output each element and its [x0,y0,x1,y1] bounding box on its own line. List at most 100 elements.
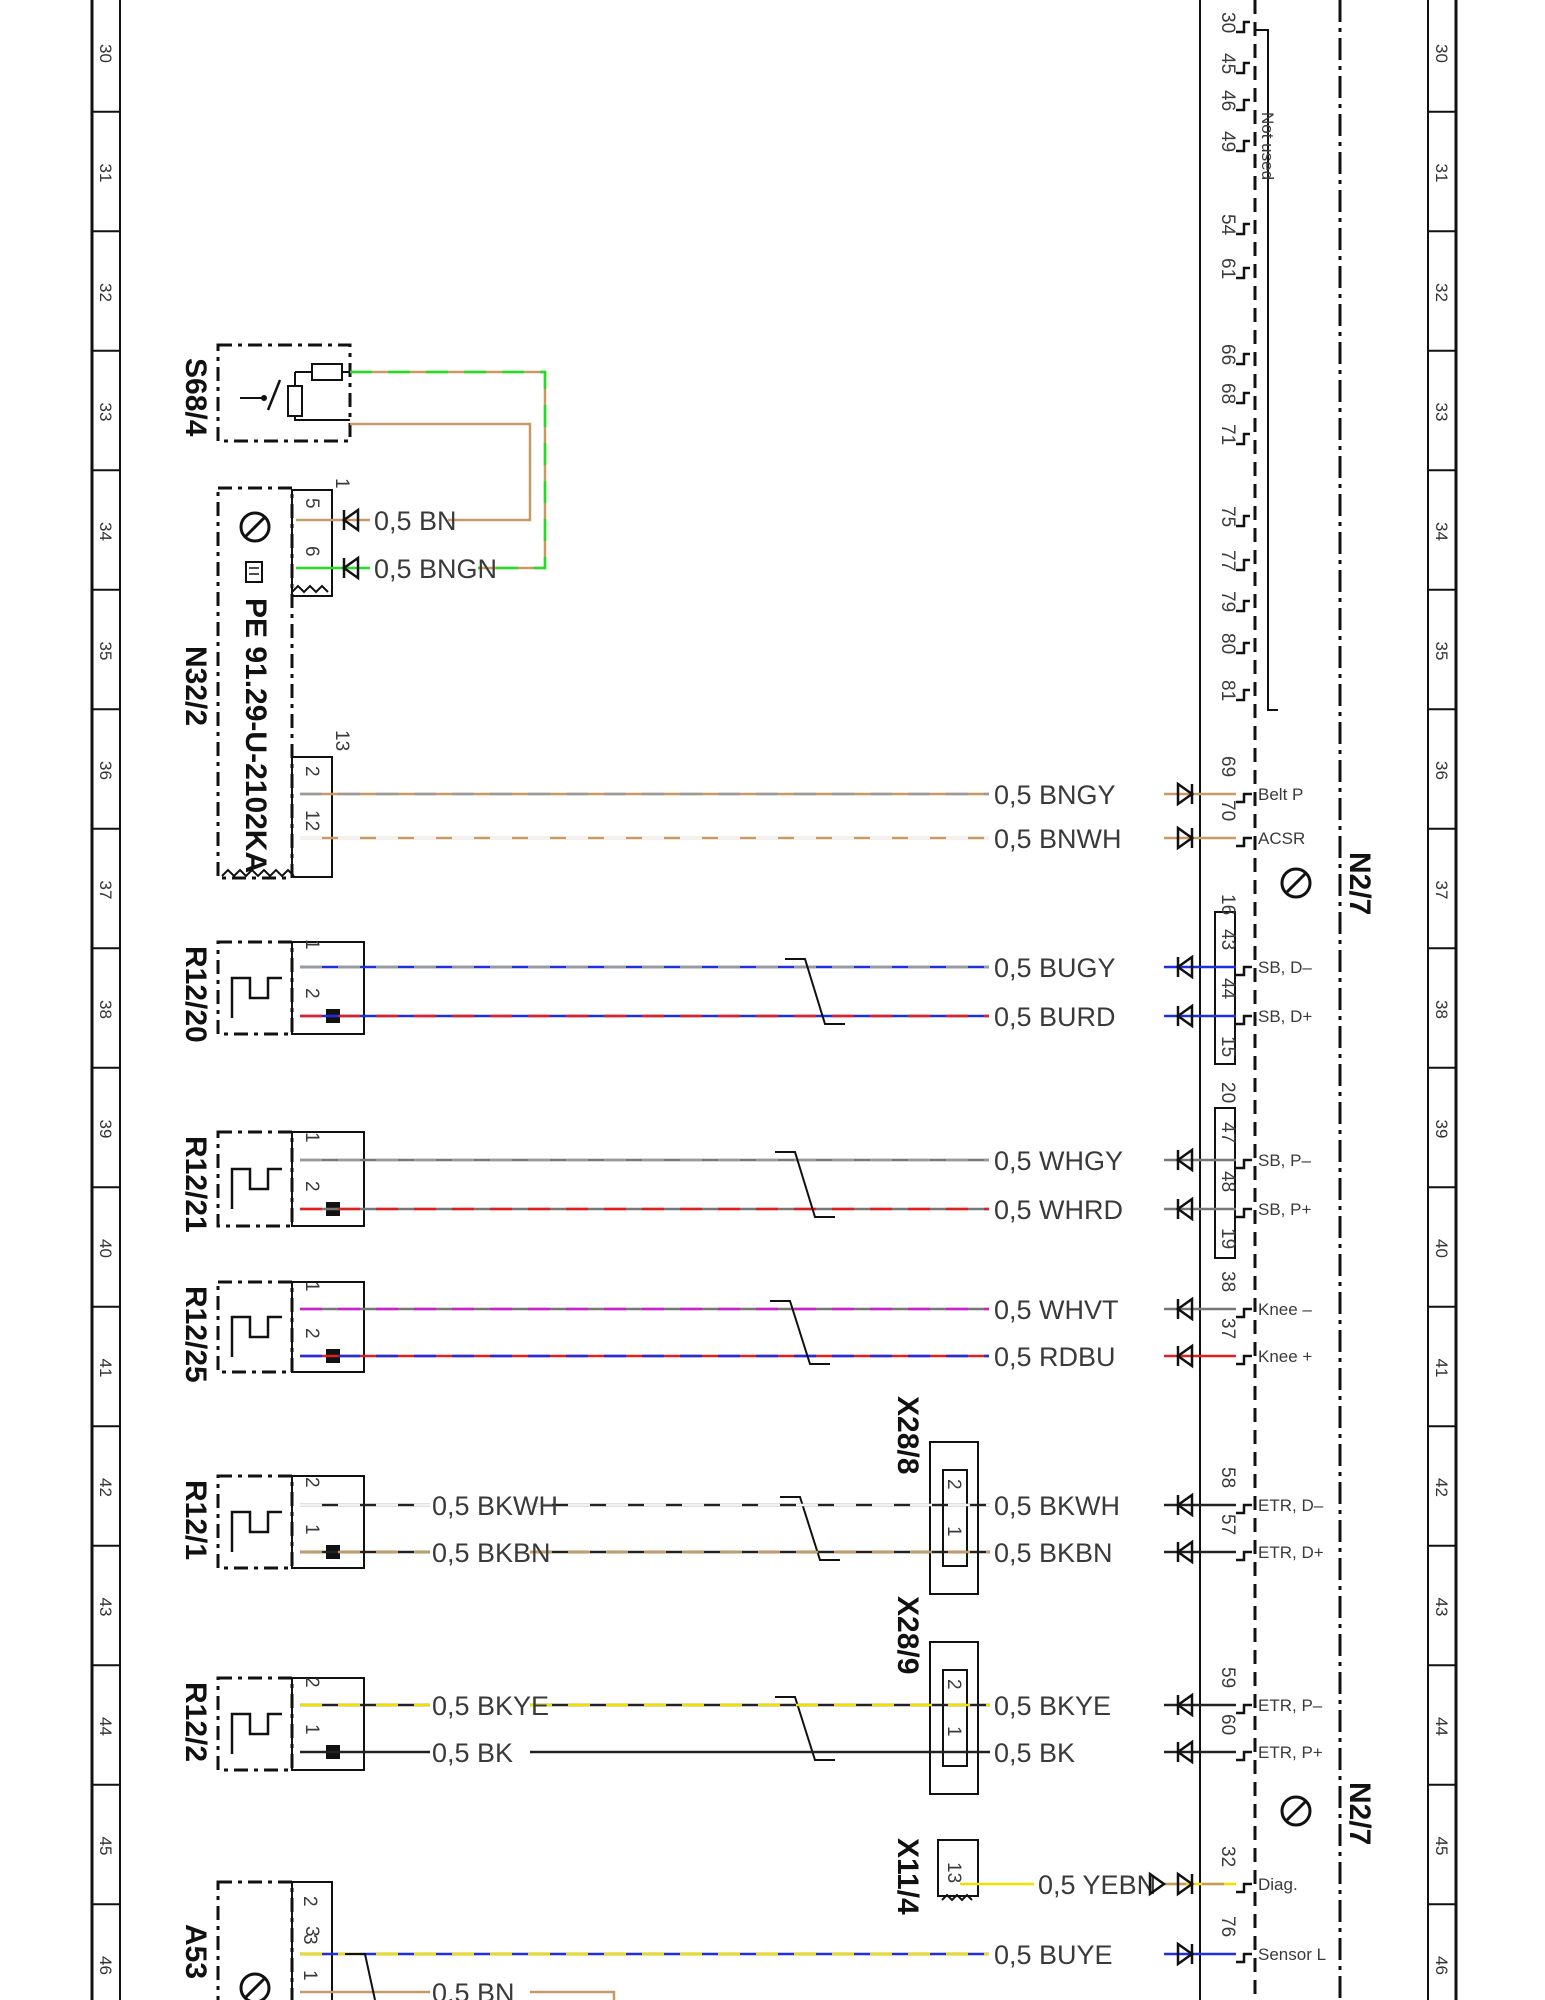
not-used-pin-71: 71 [1217,424,1238,445]
ruler-right-row-39: 39 [1432,1120,1451,1139]
n2-7-signal-w_kneem: Knee – [1258,1300,1312,1319]
x-pin-w_etrdp: 1 [943,1526,964,1537]
pin-15: 15 [1217,1036,1238,1057]
ruler-left-row-46: 46 [96,1956,115,1975]
not-used-label: Not used [1258,112,1277,180]
x-pin-w_etrpp: 1 [943,1726,964,1737]
x11-4-pin-13: 13 [943,1862,964,1883]
not-used-pin-30: 30 [1217,12,1238,33]
r12-2-resistor: R12/2 [179,1676,365,1772]
ruler-right-row-46: 46 [1432,1956,1451,1975]
n2-7-pin-57: 57 [1217,1514,1238,1535]
a53-pin-1: 1 [299,1970,320,1981]
n32-2-connector-13-label: 13 [331,730,352,751]
wire-label-w_kneem: 0,5 WHVT [994,1295,1119,1325]
wire-left-label-w_etrdm: 0,5 BKWH [432,1491,558,1521]
n2-7-signal-w_sbpm: SB, P– [1258,1151,1311,1170]
ruler-right-row-38: 38 [1432,1000,1451,1019]
n2-7-label-bottom: N2/7 [1343,1782,1376,1845]
wire-label-w_etrdm: 0,5 BKWH [994,1491,1120,1521]
r12-25-label: R12/25 [179,1286,212,1383]
a53-pin-2: 2 [299,1896,320,1907]
n32-2-pin-5: 5 [301,498,322,509]
left-pin-w_kneep: 2 [301,1328,322,1339]
wire-label-w_sbpp: 0,5 WHRD [994,1195,1123,1225]
not-used-pin-77: 77 [1217,550,1238,571]
r12-20-resistor: R12/20 [179,940,365,1043]
n2-7-pin-59: 59 [1217,1667,1238,1688]
ruler-right-row-35: 35 [1432,642,1451,661]
n2-7-pin-48: 48 [1217,1171,1238,1192]
left-pin-w_etrpp: 1 [301,1724,322,1735]
n32-2-part-number: PE 91.29-U-2102KA [239,598,272,873]
n2-7-pin-58: 58 [1217,1467,1238,1488]
ruler-right-row-30: 30 [1432,44,1451,63]
ruler-left-row-31: 31 [96,164,115,183]
left-pin-w_etrpm: 2 [301,1677,322,1688]
n2-7-pin-47: 47 [1217,1122,1238,1143]
wire-label-w_a53_bn: 0,5 BN [432,1978,515,2000]
n2-7-signal-w_etrdp: ETR, D+ [1258,1543,1324,1562]
r12-21-resistor: R12/21 [179,1130,365,1233]
pin-19: 19 [1217,1228,1238,1249]
ruler-left-row-38: 38 [96,1000,115,1019]
wire-label-w_sensorl: 0,5 BUYE [994,1940,1113,1970]
ruler-left-row-30: 30 [96,44,115,63]
a53-label: A53 [179,1924,212,1979]
not-used-pin-75: 75 [1217,506,1238,527]
n2-7-signal-w_sbdm: SB, D– [1258,958,1312,977]
wire-label-w_s68_bngn: 0,5 BNGN [374,554,497,584]
wire-left-label-w_etrpp: 0,5 BK [432,1738,513,1768]
n32-2-connector-1-label: 1 [331,478,352,489]
not-used-pin-61: 61 [1217,258,1238,279]
x28-9-label: X28/9 [891,1596,924,1674]
pin-group-bracket [1214,911,1236,1065]
ruler-right-row-37: 37 [1432,881,1451,900]
n2-7-signal-w_sbpp: SB, P+ [1258,1200,1311,1219]
wire-label-w_diag: 0,5 YEBN [1038,1870,1156,1900]
pin-20: 20 [1217,1082,1238,1103]
n2-7-pin-44: 44 [1217,978,1238,1000]
wire-label-w_sbpm: 0,5 WHGY [994,1146,1123,1176]
x11-4-label: X11/4 [891,1838,924,1915]
not-used-pin-68: 68 [1217,383,1238,404]
x-pin-w_etrpm: 2 [943,1679,964,1690]
n2-7-signal-w_beltp: Belt P [1258,785,1303,804]
r12-21-label: R12/21 [179,1136,212,1233]
wire-label-w_s68_bn: 0,5 BN [374,506,457,536]
n2-7-pin-76: 76 [1217,1916,1238,1937]
wire-label-w_sbdp: 0,5 BURD [994,1002,1116,1032]
n2-7-signal-w_etrdm: ETR, D– [1258,1496,1324,1515]
n2-7-signal-w_sbdp: SB, D+ [1258,1007,1312,1026]
not-used-pin-46: 46 [1217,90,1238,111]
ruler-right-row-44: 44 [1432,1717,1451,1736]
r12-2-label: R12/2 [179,1682,212,1762]
ruler-right-row-43: 43 [1432,1598,1451,1617]
n2-7-pin-43: 43 [1217,929,1238,950]
airbag-icon [239,511,271,543]
left-pin-w_etrdm: 2 [301,1477,322,1488]
ruler-left-row-41: 41 [96,1359,115,1378]
airbag-icon [1280,1795,1312,1827]
wire-label-w_kneep: 0,5 RDBU [994,1342,1116,1372]
s68-4-label: S68/4 [179,358,212,437]
a53-pin-3: 3 [299,1934,320,1945]
left-pin-w_sbdm: 1 [301,939,322,950]
n2-7-signal-w_diag: Diag. [1258,1875,1298,1894]
n2-7-pin-60: 60 [1217,1714,1238,1735]
not-used-pin-54: 54 [1217,214,1238,236]
not-used-pin-80: 80 [1217,633,1238,654]
ruler-left-row-42: 42 [96,1478,115,1497]
